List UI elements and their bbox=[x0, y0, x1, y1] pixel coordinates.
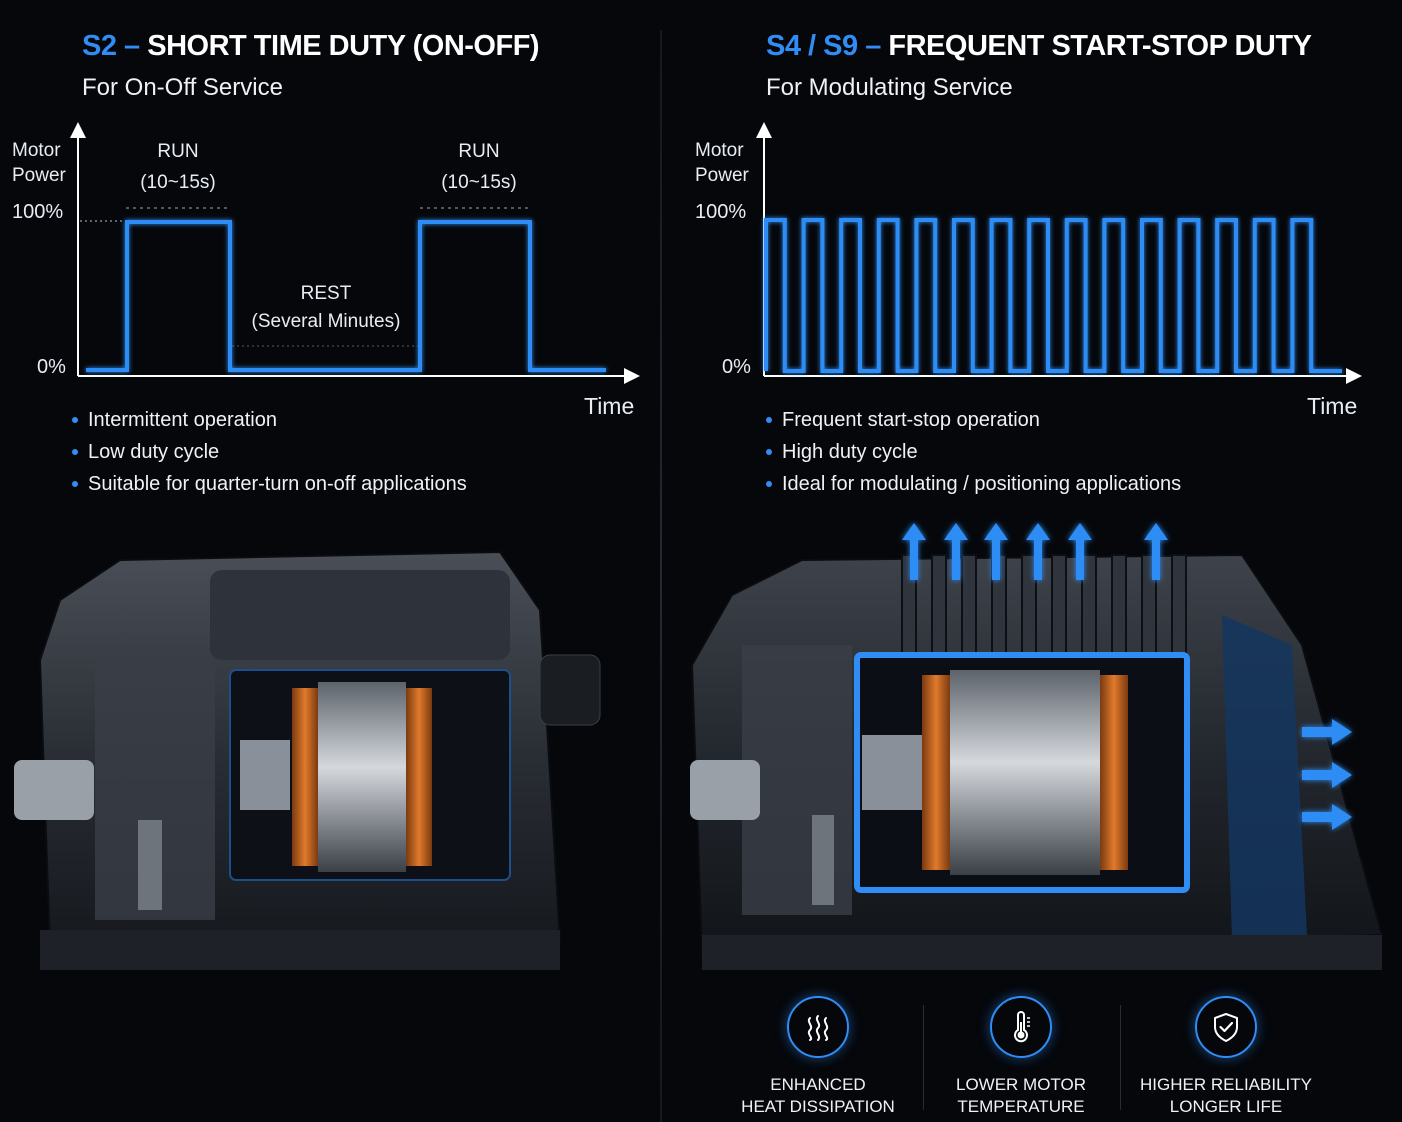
s2-tick-100: 100% bbox=[12, 201, 64, 223]
s2-title-text: SHORT TIME DUTY (ON-OFF) bbox=[147, 30, 540, 62]
s4-subtitle: For Modulating Service bbox=[766, 74, 1013, 101]
s4-tick-0: 0% bbox=[722, 356, 751, 378]
s4-stator-core bbox=[950, 670, 1100, 875]
s2-rest-duration: (Several Minutes) bbox=[251, 311, 401, 332]
s2-power-waveform bbox=[86, 220, 606, 372]
s2-y-axis-label: Motor Power bbox=[12, 138, 66, 188]
heat-arrow-up-icon bbox=[1068, 523, 1092, 580]
s2-title-code: S2 bbox=[82, 30, 117, 62]
s4-panel: S4 / S9 – FREQUENT START-STOP DUTY For M… bbox=[662, 0, 1402, 1122]
feature-reliability-line2: LONGER LIFE bbox=[1169, 1097, 1283, 1116]
s4-bearing bbox=[862, 735, 922, 810]
heat-arrow-up-icon bbox=[1026, 523, 1050, 580]
heat-arrow-right-icon bbox=[1302, 804, 1352, 830]
heat-arrow-right-icon bbox=[1302, 762, 1352, 788]
heat-arrow-up-icon bbox=[1144, 523, 1168, 580]
s2-bullet-list: Intermittent operation Low duty cycle Su… bbox=[72, 404, 467, 500]
s2-title: S2 – SHORT TIME DUTY (ON-OFF) bbox=[82, 30, 540, 63]
feature-lower-temperature-line2: TEMPERATURE bbox=[957, 1097, 1085, 1116]
s2-housing-top-cover bbox=[210, 570, 510, 660]
s4-base-plate bbox=[702, 935, 1382, 970]
s2-stator-core bbox=[318, 682, 406, 872]
feature-heat-dissipation-line1: ENHANCED bbox=[770, 1075, 866, 1094]
s4-bullet-item: Frequent start-stop operation bbox=[766, 404, 1181, 436]
s2-y-axis-label-line1: Motor bbox=[12, 140, 61, 161]
s4-winding-right bbox=[1100, 675, 1128, 870]
s4-y-axis-label-line1: Motor bbox=[695, 140, 744, 161]
feature-heat-dissipation-line2: HEAT DISSIPATION bbox=[741, 1097, 895, 1116]
s2-x-axis-label: Time bbox=[584, 393, 635, 419]
s4-tick-100: 100% bbox=[695, 201, 747, 223]
s4-winding-left bbox=[922, 675, 950, 870]
s4-title: S4 / S9 – FREQUENT START-STOP DUTY bbox=[766, 30, 1312, 63]
feature-divider bbox=[923, 1005, 924, 1110]
s4-title-dash: – bbox=[865, 30, 881, 62]
s2-run1-duration: (10~15s) bbox=[140, 172, 216, 193]
s2-run2-label: RUN bbox=[458, 141, 500, 162]
s4-spring bbox=[812, 815, 834, 905]
feature-lower-temperature: LOWER MOTOR TEMPERATURE bbox=[921, 996, 1121, 1118]
panel-divider bbox=[660, 30, 662, 1122]
s2-bullet-item: Intermittent operation bbox=[72, 404, 467, 436]
s4-bullet-item: Ideal for modulating / positioning appli… bbox=[766, 468, 1181, 500]
feature-reliability: HIGHER RELIABILITY LONGER LIFE bbox=[1126, 996, 1326, 1118]
s4-side-fins bbox=[1222, 615, 1307, 940]
s2-cable-gland bbox=[539, 654, 601, 726]
s4-motor-illustration bbox=[690, 523, 1384, 970]
thermometer-icon bbox=[990, 996, 1052, 1058]
s2-run1-annotation: RUN (10~15s) bbox=[128, 136, 228, 198]
feature-reliability-line1: HIGHER RELIABILITY bbox=[1140, 1075, 1312, 1094]
s2-base-plate bbox=[40, 930, 560, 970]
s2-y-axis-label-line2: Power bbox=[12, 165, 66, 186]
s4-x-axis-label: Time bbox=[1307, 393, 1358, 419]
s4-bullet-item: High duty cycle bbox=[766, 436, 1181, 468]
s2-bullet-item: Low duty cycle bbox=[72, 436, 467, 468]
s2-run2-duration: (10~15s) bbox=[441, 172, 517, 193]
feature-lower-temperature-line1: LOWER MOTOR bbox=[955, 1075, 1087, 1094]
s2-winding-left bbox=[292, 688, 318, 866]
s2-title-dash: – bbox=[124, 30, 140, 62]
s4-heat-flow-arrows bbox=[902, 523, 1352, 830]
heat-waves-icon bbox=[787, 996, 849, 1058]
s2-run1-label: RUN bbox=[157, 141, 199, 162]
s4-y-axis-label: Motor Power bbox=[695, 138, 749, 188]
s2-spring bbox=[138, 820, 162, 910]
s2-rest-label: REST bbox=[300, 283, 352, 304]
s2-bearing bbox=[240, 740, 290, 810]
s2-tick-0: 0% bbox=[37, 356, 66, 378]
heat-arrow-up-icon bbox=[944, 523, 968, 580]
s4-title-code: S4 / S9 bbox=[766, 30, 858, 62]
s2-bullet-item: Suitable for quarter-turn on-off applica… bbox=[72, 468, 467, 500]
s2-rest-annotation: REST (Several Minutes) bbox=[236, 280, 416, 336]
s2-subtitle: For On-Off Service bbox=[82, 74, 283, 101]
heat-arrow-up-icon bbox=[984, 523, 1008, 580]
s2-motor-illustration bbox=[14, 550, 601, 970]
feature-divider bbox=[1120, 1005, 1121, 1110]
s2-run2-annotation: RUN (10~15s) bbox=[429, 136, 529, 198]
s4-title-text: FREQUENT START-STOP DUTY bbox=[888, 30, 1312, 62]
feature-heat-dissipation: ENHANCED HEAT DISSIPATION bbox=[718, 996, 918, 1118]
s4-y-axis-label-line2: Power bbox=[695, 165, 749, 186]
s4-waveform-chart bbox=[756, 122, 1362, 384]
heat-arrow-right-icon bbox=[1302, 719, 1352, 745]
s2-panel: S2 – SHORT TIME DUTY (ON-OFF) For On-Off… bbox=[0, 0, 660, 1122]
s4-power-waveform bbox=[764, 218, 1342, 373]
s4-output-shaft bbox=[690, 760, 760, 820]
s4-bullet-list: Frequent start-stop operation High duty … bbox=[766, 404, 1181, 500]
s2-waveform-chart bbox=[70, 122, 640, 384]
s2-output-shaft bbox=[14, 760, 94, 820]
s2-winding-right bbox=[406, 688, 432, 866]
shield-check-icon bbox=[1195, 996, 1257, 1058]
heat-arrow-up-icon bbox=[902, 523, 926, 580]
